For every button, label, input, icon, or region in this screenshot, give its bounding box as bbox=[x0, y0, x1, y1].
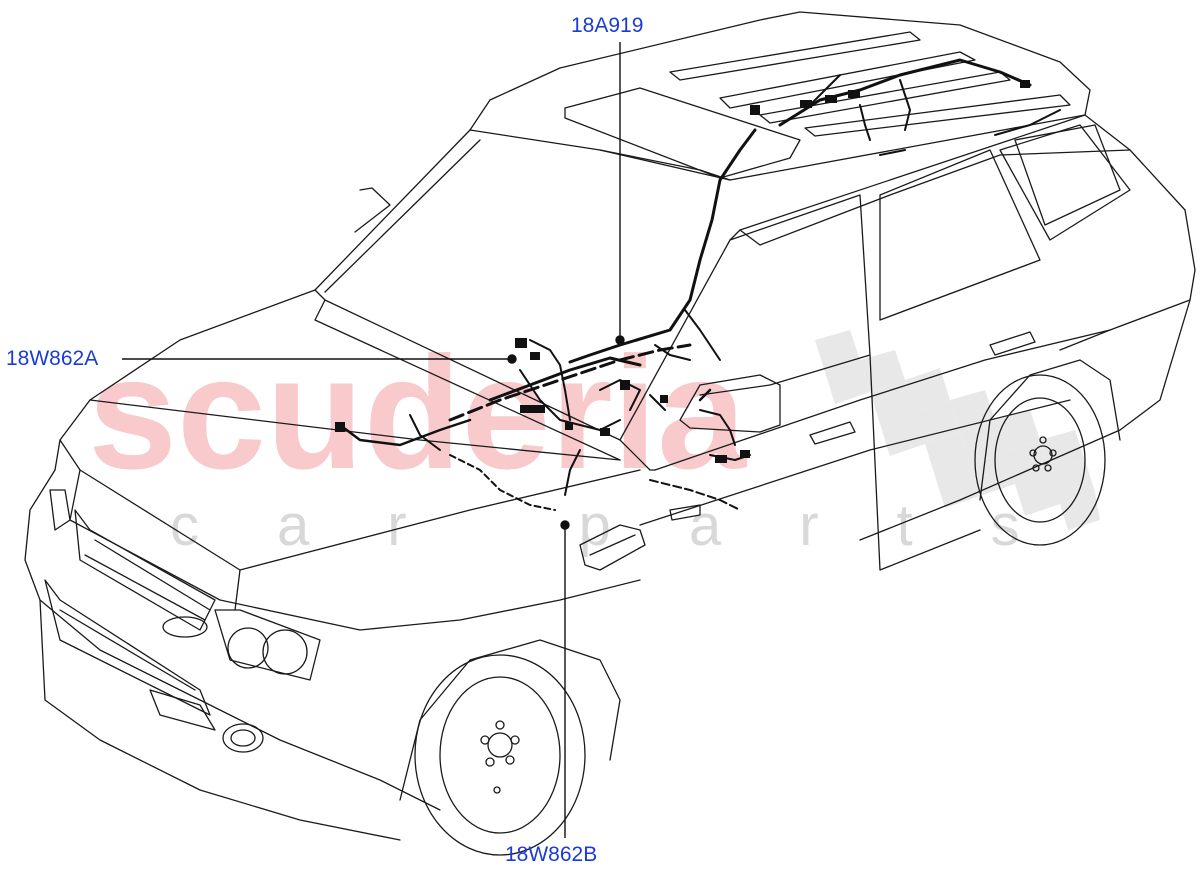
checkered-flag-watermark bbox=[815, 330, 1100, 530]
leader-dot-18w862b bbox=[560, 520, 570, 530]
callout-18w862b[interactable]: 18W862B bbox=[505, 843, 598, 866]
leader-dot-18a919 bbox=[615, 335, 625, 345]
callout-18w862a[interactable]: 18W862A bbox=[6, 347, 99, 370]
watermark-brand: scuderia bbox=[88, 323, 747, 502]
leader-lines bbox=[122, 42, 625, 838]
callout-18a919[interactable]: 18A919 bbox=[571, 14, 644, 37]
wiring-harness bbox=[335, 58, 1061, 511]
watermark: scuderia car parts bbox=[88, 323, 1100, 558]
vehicle-outline bbox=[24, 11, 1196, 856]
leader-dot-18w862a bbox=[507, 354, 517, 364]
